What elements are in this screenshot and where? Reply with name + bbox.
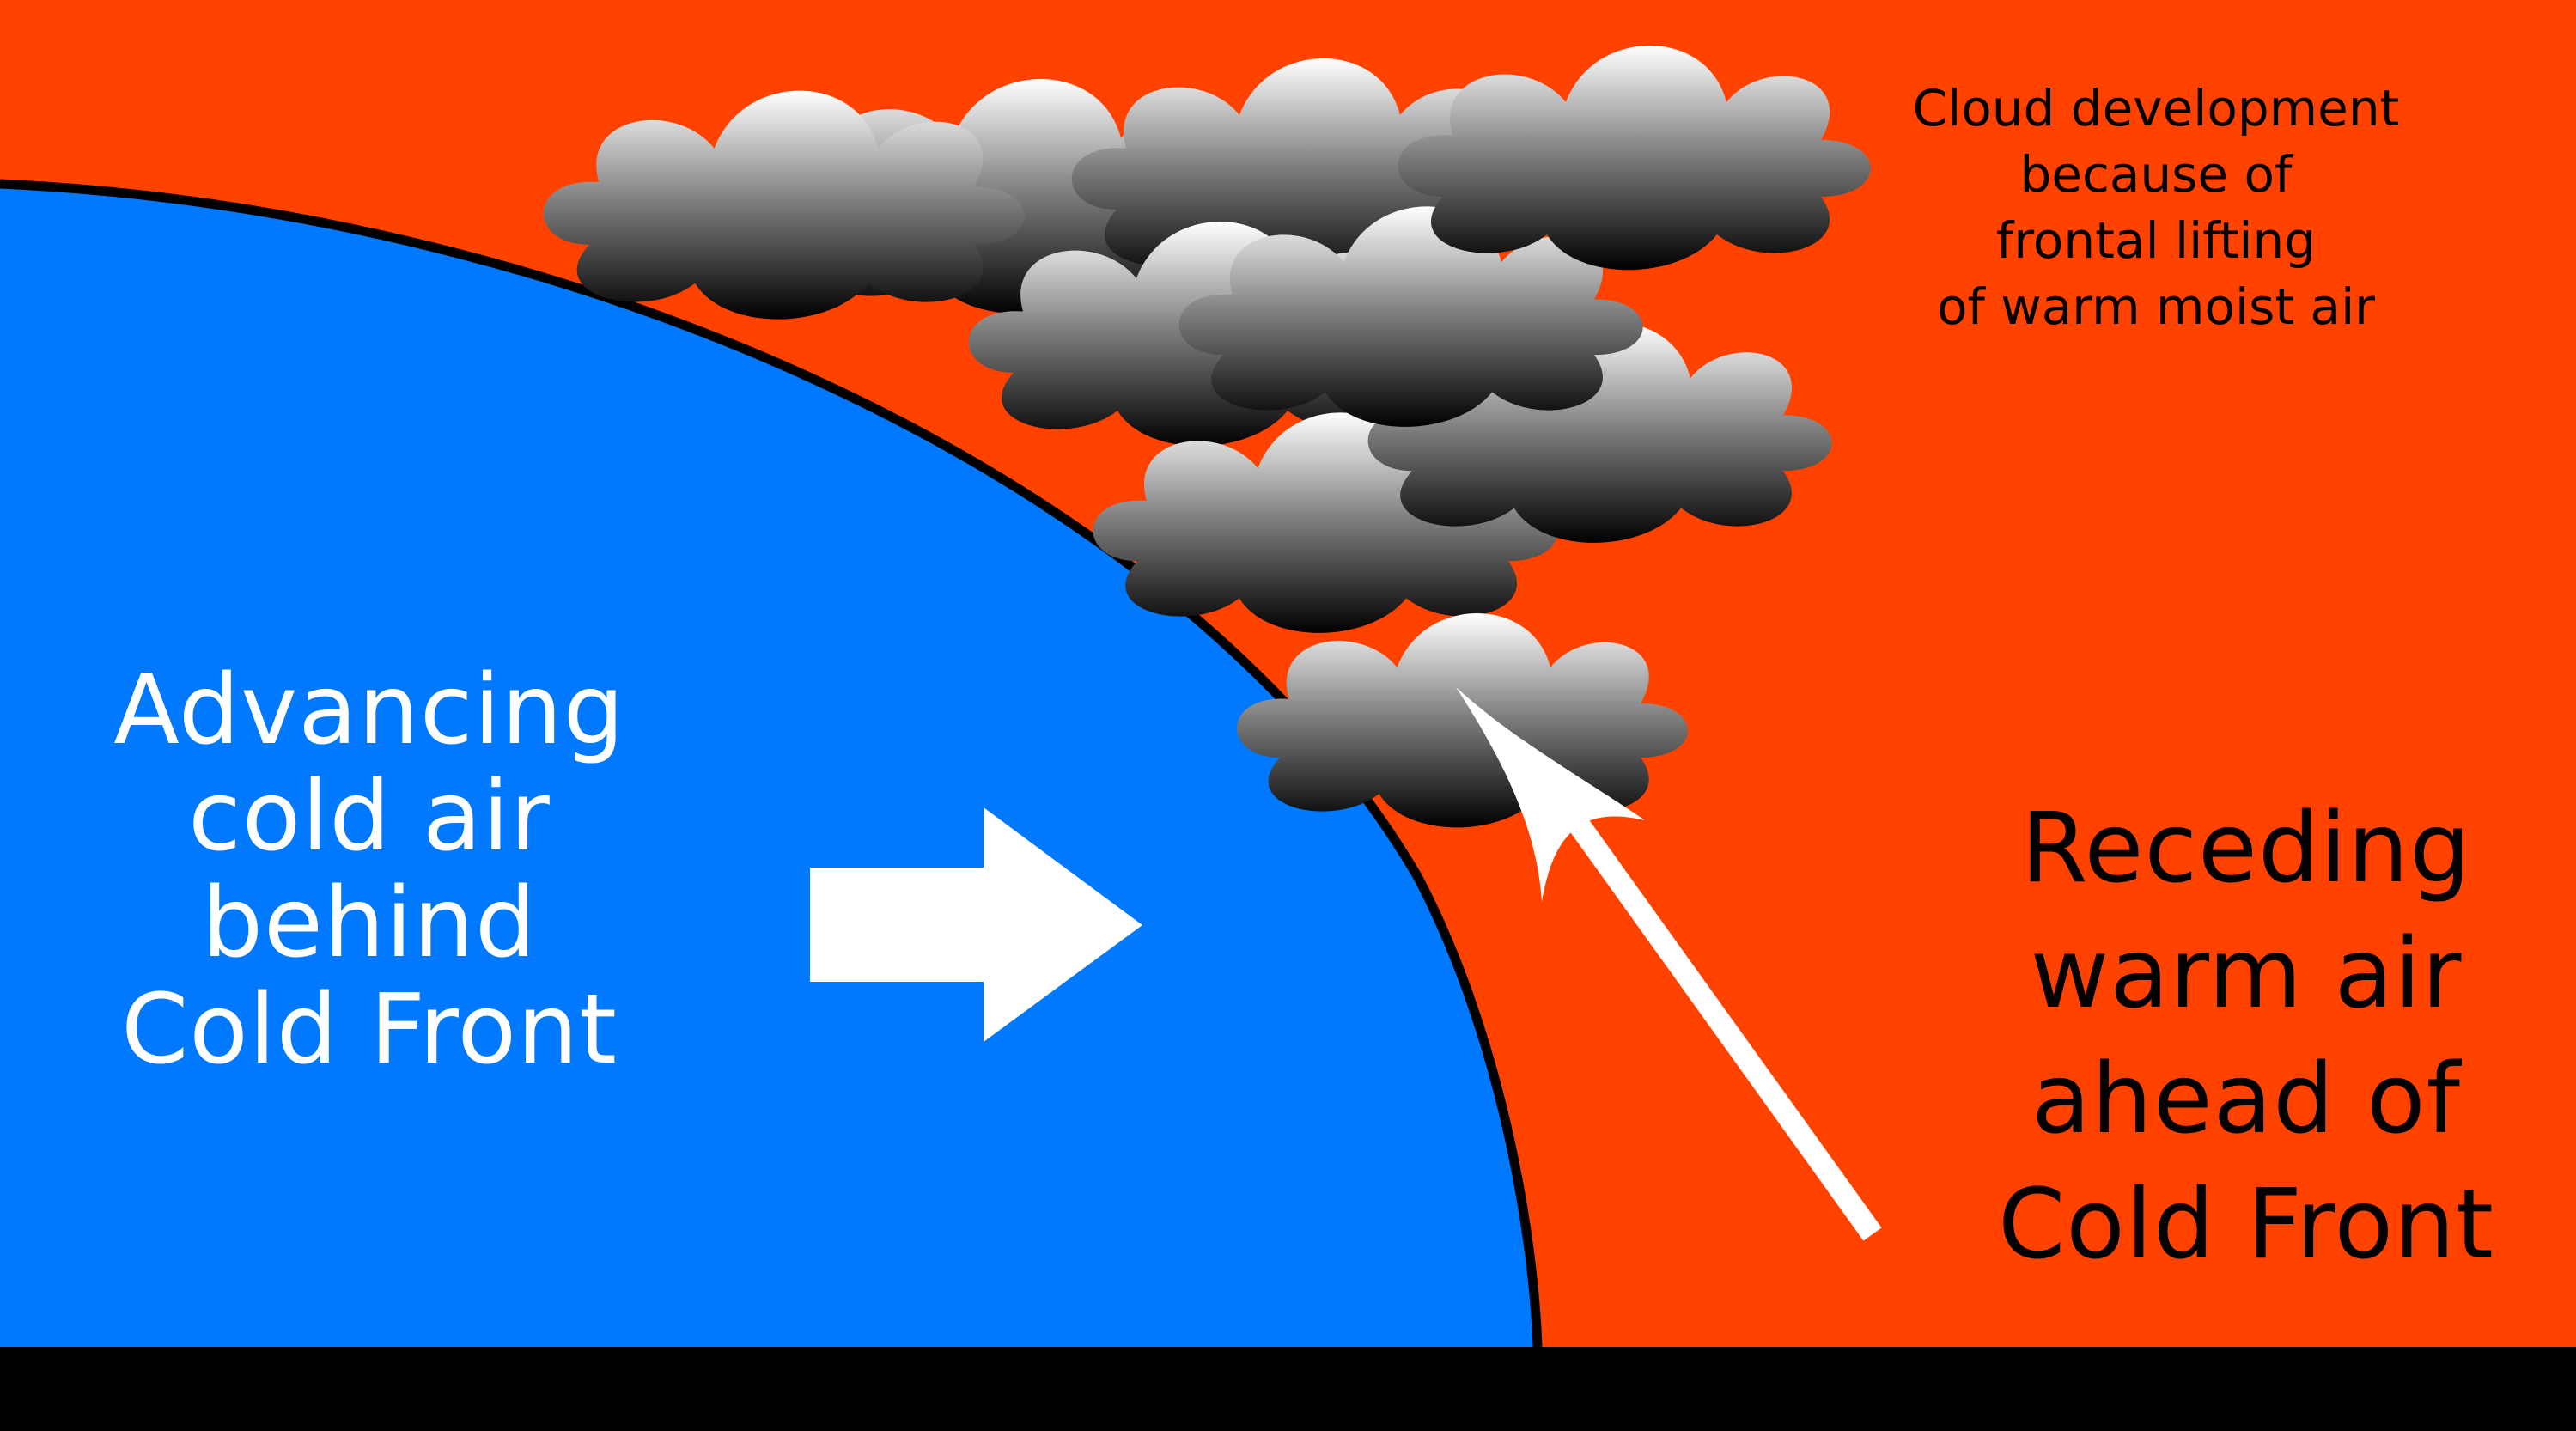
cloud-development-label: Cloud development because of frontal lif… [1855,76,2457,340]
right-arrow-icon [810,807,1142,1042]
cumulus-cloud-icon [1237,613,1689,828]
warm-air-label-line4: Cold Front [1998,1169,2494,1281]
ground-strip [0,1347,2576,1431]
warm-air-label-line1: Receding [2020,793,2472,904]
cloud-label-line2: because of [2019,145,2293,204]
cold-air-label: Advancing cold air behind Cold Front [34,657,704,1083]
cold-air-mass [0,184,1538,1347]
cold-air-label-line2: cold air [188,761,551,873]
cumulus-cloud-icon [1398,45,1871,271]
cloud-label-line4: of warm moist air [1936,277,2376,336]
cold-air-label-line1: Advancing [113,655,625,766]
cumulus-cloud-icon [1178,206,1643,427]
warm-air-label: Receding warm air ahead of Cold Front [1920,786,2573,1288]
warm-air-label-line3: ahead of [2031,1044,2461,1155]
cloud-label-line3: frontal lifting [1995,211,2317,270]
cold-air-label-line4: Cold Front [121,974,618,1086]
warm-air-label-line2: warm air [2030,918,2463,1030]
cold-air-label-line3: behind [201,868,538,979]
cold-front-boundary [0,179,1543,1348]
cloud-cluster [543,45,1871,828]
up-left-arrow-icon [1456,687,1882,1241]
cloud-label-line1: Cloud development [1912,79,2400,137]
cumulus-cloud-icon [543,90,1025,320]
